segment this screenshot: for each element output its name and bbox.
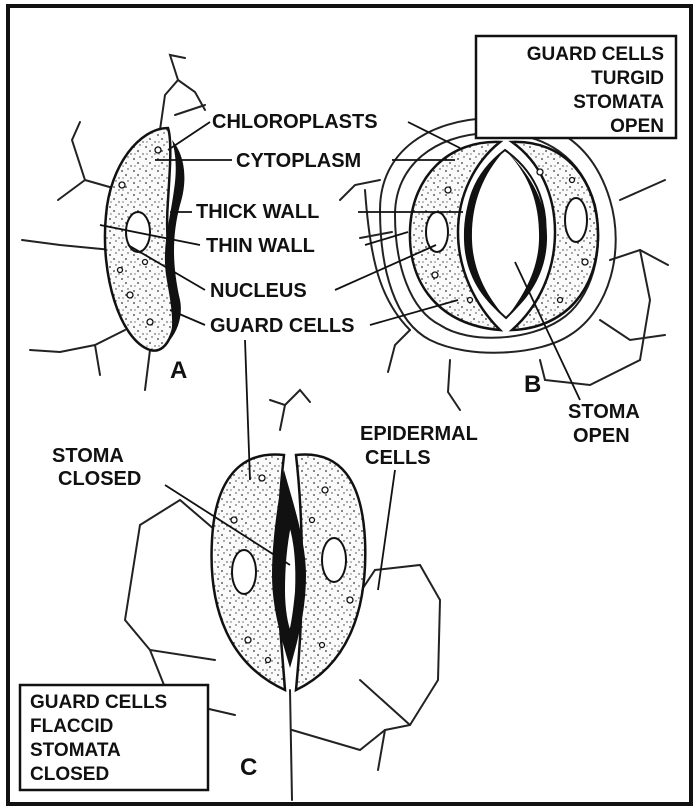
box-closed-line2: FLACCID bbox=[30, 716, 113, 737]
nucleus-b-left bbox=[426, 212, 448, 252]
box-open-line1: GUARD CELLS bbox=[527, 44, 664, 65]
label-stoma-closed-line1: STOMA bbox=[52, 445, 124, 467]
label-stoma-open-line2: OPEN bbox=[573, 425, 630, 447]
panel-label-b: B bbox=[524, 371, 541, 398]
box-turgid-open: GUARD CELLS TURGID STOMATA OPEN bbox=[476, 36, 676, 138]
label-guard-cells: GUARD CELLS bbox=[210, 315, 354, 337]
label-nucleus: NUCLEUS bbox=[210, 280, 307, 302]
label-thick-wall: THICK WALL bbox=[196, 201, 319, 223]
panel-label-c: C bbox=[240, 754, 257, 781]
box-flaccid-closed: GUARD CELLS FLACCID STOMATA CLOSED bbox=[20, 685, 208, 790]
nucleus-c-left bbox=[232, 550, 256, 594]
label-thin-wall: THIN WALL bbox=[206, 235, 315, 257]
label-epidermal-line2: CELLS bbox=[365, 447, 431, 469]
panel-label-a: A bbox=[170, 357, 187, 384]
box-open-line2: TURGID bbox=[591, 68, 664, 89]
label-stoma-closed-line2: CLOSED bbox=[58, 468, 141, 490]
label-cytoplasm: CYTOPLASM bbox=[236, 150, 361, 172]
box-open-line4: OPEN bbox=[610, 116, 664, 137]
nucleus-c-right bbox=[322, 538, 346, 582]
box-open-line3: STOMATA bbox=[573, 92, 664, 113]
nucleus-b-right bbox=[565, 198, 587, 242]
guard-cells-c bbox=[212, 454, 366, 690]
label-stoma-open-line1: STOMA bbox=[568, 401, 640, 423]
box-closed-line1: GUARD CELLS bbox=[30, 692, 167, 713]
guard-cells-b bbox=[410, 142, 598, 330]
label-chloroplasts: CHLOROPLASTS bbox=[212, 111, 378, 133]
box-closed-line3: STOMATA bbox=[30, 740, 121, 761]
label-epidermal-line1: EPIDERMAL bbox=[360, 423, 478, 445]
box-closed-line4: CLOSED bbox=[30, 764, 109, 785]
